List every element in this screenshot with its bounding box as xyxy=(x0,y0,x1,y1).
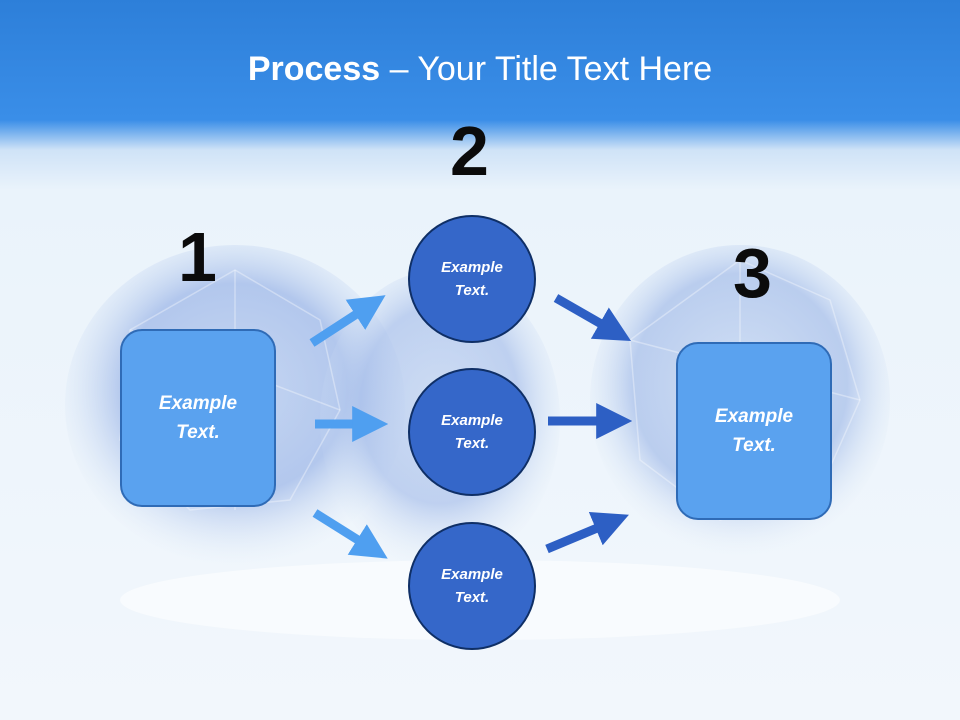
step-1-box: Example Text. xyxy=(120,329,276,507)
step-1-label: Example Text. xyxy=(158,393,238,443)
arrow-2-to-3-top xyxy=(553,294,632,342)
arrow-1-to-2-bottom xyxy=(312,509,388,559)
step-number-1: 1 xyxy=(178,218,217,296)
step-2-label-top: Example Text. xyxy=(441,259,503,299)
step-2-circle-middle: Example Text. xyxy=(408,368,536,496)
step-3-label: Example Text. xyxy=(714,406,794,456)
title-rest: – Your Title Text Here xyxy=(380,50,713,88)
step-number-2: 2 xyxy=(450,112,489,190)
arrow-1-to-2-top xyxy=(309,295,386,347)
step-2-label-bottom: Example Text. xyxy=(441,566,503,606)
step-3-box: Example Text. xyxy=(676,342,832,520)
arrow-2-to-3-bottom xyxy=(545,512,629,554)
step-2-label-middle: Example Text. xyxy=(441,412,503,452)
page-title: Process – Your Title Text Here xyxy=(0,50,960,89)
title-bold: Process xyxy=(247,50,381,88)
step-2-circle-top: Example Text. xyxy=(408,215,536,343)
step-number-3: 3 xyxy=(733,234,772,312)
step-2-circle-bottom: Example Text. xyxy=(408,522,536,650)
